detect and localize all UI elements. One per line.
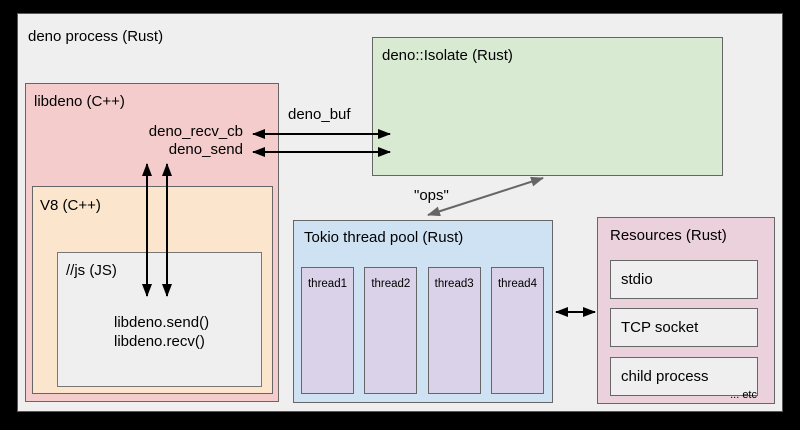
deno-isolate-label: deno::Isolate (Rust)	[382, 47, 513, 64]
thread-list: thread1 thread2 thread3 thread4	[301, 267, 544, 394]
thread1-box: thread1	[301, 267, 354, 394]
deno-recv-cb-label: deno_recv_cb	[148, 123, 243, 140]
resources-box: Resources (Rust) stdio TCP socket child …	[597, 217, 775, 404]
thread4-box: thread4	[490, 267, 544, 394]
js-label: //js (JS)	[66, 262, 117, 279]
thread2-box: thread2	[364, 267, 418, 394]
js-code-lines: libdeno.send() libdeno.recv()	[114, 313, 209, 351]
etc-label: ... etc	[730, 389, 757, 401]
resource-item-stdio: stdio	[610, 260, 758, 299]
libdeno-label: libdeno (C++)	[34, 93, 125, 110]
libdeno-recv-code: libdeno.recv()	[114, 333, 205, 350]
v8-box: V8 (C++) //js (JS) libdeno.send() libden…	[32, 186, 273, 394]
tokio-thread-pool-label: Tokio thread pool (Rust)	[304, 229, 464, 246]
ops-label: "ops"	[414, 187, 449, 204]
deno-isolate-box: deno::Isolate (Rust)	[372, 37, 723, 176]
thread3-box: thread3	[427, 267, 481, 394]
resources-label: Resources (Rust)	[610, 227, 727, 244]
tokio-thread-pool-box: Tokio thread pool (Rust) thread1 thread2…	[293, 220, 553, 403]
resource-item-child-process: child process	[610, 357, 758, 396]
libdeno-send-code: libdeno.send()	[114, 314, 210, 331]
resource-item-tcp-socket: TCP socket	[610, 308, 758, 347]
deno-process-label: deno process (Rust)	[28, 28, 164, 45]
deno-buf-label: deno_buf	[288, 106, 351, 123]
libdeno-box: libdeno (C++) deno_recv_cb deno_send V8 …	[25, 83, 279, 402]
js-box: //js (JS) libdeno.send() libdeno.recv()	[57, 252, 262, 387]
v8-label: V8 (C++)	[40, 197, 101, 214]
deno-send-label: deno_send	[168, 141, 243, 158]
